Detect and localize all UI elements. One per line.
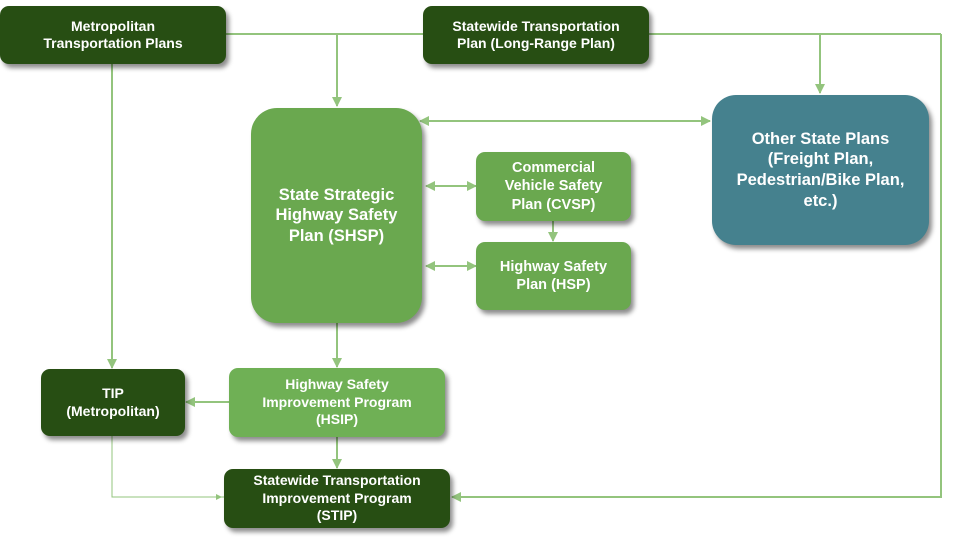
edge-to-stip-right [451,34,942,502]
edge-tip-stip-arrowhead [216,494,222,500]
node-other-state-plans: Other State Plans (Freight Plan, Pedestr… [712,95,929,245]
node-tip-metropolitan: TIP (Metropolitan) [41,369,185,436]
node-stip: Statewide Transportation Improvement Pro… [224,469,450,528]
node-hsp: Highway Safety Plan (HSP) [476,242,631,310]
node-cvsp: Commercial Vehicle Safety Plan (CVSP) [476,152,631,221]
node-statewide-transportation-plan: Statewide Transportation Plan (Long-Rang… [423,6,649,64]
node-hsip: Highway Safety Improvement Program (HSIP… [229,368,445,437]
node-shsp: State Strategic Highway Safety Plan (SHS… [251,108,422,323]
edge-tip-stip [111,436,224,498]
node-metropolitan-transportation-plans: Metropolitan Transportation Plans [0,6,226,64]
